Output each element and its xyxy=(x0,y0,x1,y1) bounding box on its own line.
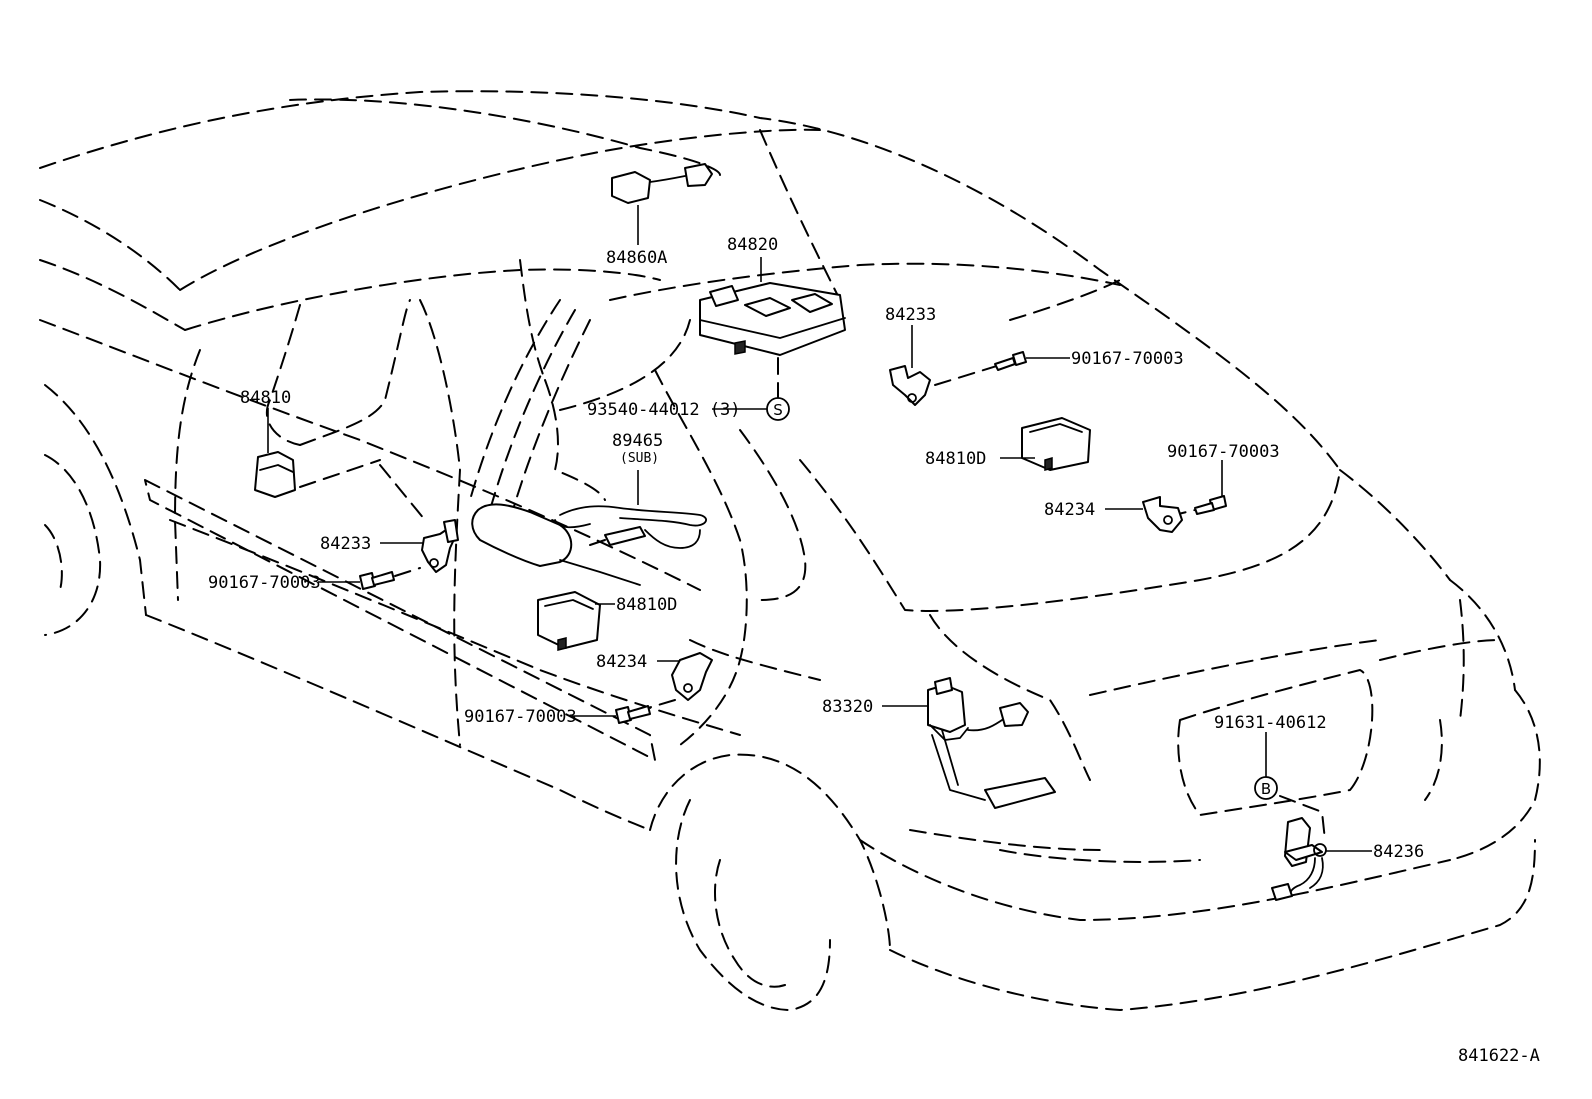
part-90167-screw-a xyxy=(994,351,1070,371)
part-89465-oxygen-sensor xyxy=(471,470,707,586)
label-83320: 83320 xyxy=(822,697,873,717)
label-84810D-left: 84810D xyxy=(616,595,677,615)
car-body-outline xyxy=(39,90,1541,1011)
label-84810D-right: 84810D xyxy=(925,449,986,469)
label-90167-70003-c: 90167-70003 xyxy=(208,573,321,593)
part-84810D-right-switch xyxy=(1000,417,1091,471)
label-84234-right: 84234 xyxy=(1044,500,1095,520)
label-90167-70003-b: 90167-70003 xyxy=(1167,442,1280,462)
label-84810: 84810 xyxy=(240,388,291,408)
part-84810-switch xyxy=(254,408,381,498)
b-marker-letter: B xyxy=(1261,780,1271,798)
part-84233-right-switch xyxy=(889,325,1001,406)
label-90167-70003-a: 90167-70003 xyxy=(1071,349,1184,369)
label-89465: 89465 xyxy=(612,431,663,451)
s-marker-symbol: S xyxy=(766,397,790,421)
part-84234-right-switch xyxy=(1105,496,1183,533)
part-84810D-left-switch xyxy=(537,591,615,651)
label-84234-left: 84234 xyxy=(596,652,647,672)
part-labels: 84860A 84820 84233 90167-70003 93540-440… xyxy=(208,235,1540,1066)
part-84860A-switch xyxy=(611,163,713,245)
part-84233-left-switch xyxy=(379,464,459,573)
label-84860A: 84860A xyxy=(606,248,667,268)
s-marker-letter: S xyxy=(773,401,783,419)
label-84820: 84820 xyxy=(727,235,778,255)
part-83320-sensor xyxy=(882,677,1056,809)
part-90167-screw-c xyxy=(318,567,421,590)
part-90167-screw-d xyxy=(572,705,651,724)
label-93540-44012: 93540-44012 (3) xyxy=(587,400,741,420)
b-marker-symbol: B xyxy=(1254,732,1326,841)
label-84233-left: 84233 xyxy=(320,534,371,554)
figure-code: 841622-A xyxy=(1458,1046,1540,1066)
part-84234-left-switch xyxy=(647,652,713,709)
label-91631-40612: 91631-40612 xyxy=(1214,713,1327,733)
label-90167-70003-d: 90167-70003 xyxy=(464,707,577,727)
part-84820-master-switch xyxy=(699,257,846,399)
label-89465-sub: (SUB) xyxy=(620,451,659,466)
label-84236: 84236 xyxy=(1373,842,1424,862)
part-84236-switch xyxy=(1271,817,1372,901)
label-84233-right: 84233 xyxy=(885,305,936,325)
